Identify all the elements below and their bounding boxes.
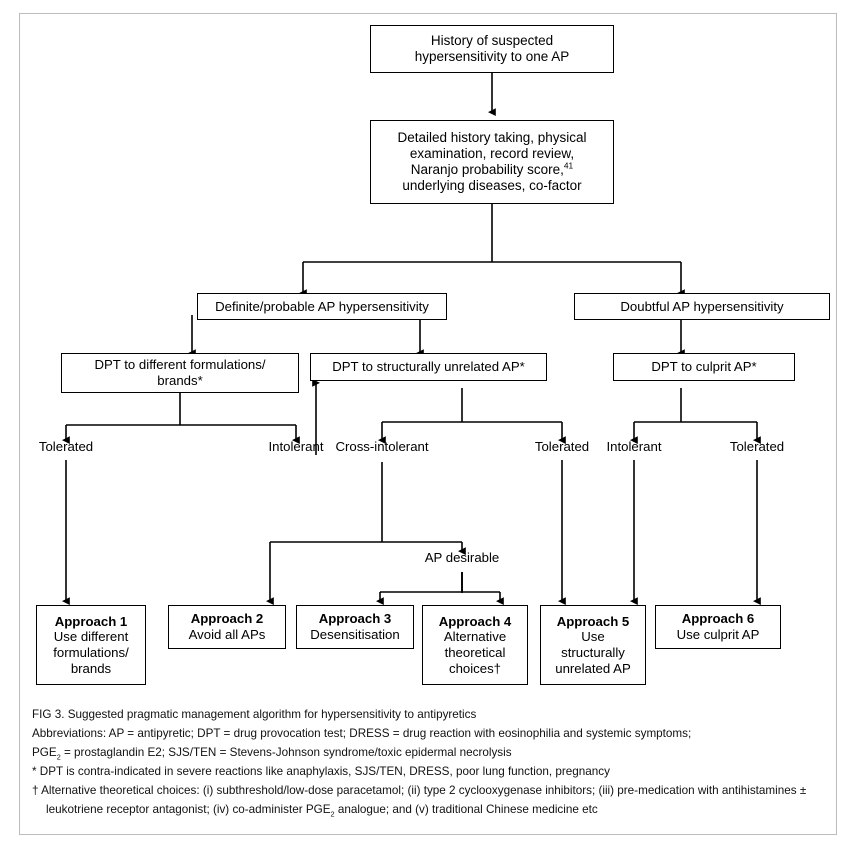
node-line: underlying diseases, co-factor [402,177,582,193]
node-detailed-history-taking: Detailed history taking, physical examin… [370,120,614,204]
caption-footnote-dagger-text-b: analogue; and (v) traditional Chinese me… [334,802,598,816]
node-line: Doubtful AP hypersensitivity [620,298,784,314]
node-line: History of suspected [430,33,554,49]
approach-line: Desensitisation [310,627,400,642]
caption-title: FIG 3. Suggested pragmatic management al… [32,708,477,721]
node-dpt-to-culprit-ap: DPT to culprit AP* [613,353,795,381]
label-tolerated-3: Tolerated [729,439,785,454]
caption-footnote-dagger: † Alternative theoretical choices: (i) s… [32,782,832,820]
approach-line: choices† [448,660,502,676]
caption-abbreviations-line-1: Abbreviations: AP = antipyretic; DPT = d… [32,726,692,740]
node-approach-5: Approach 5 Use structurally unrelated AP [540,605,646,685]
node-line: hypersensitivity to one AP [414,49,570,64]
approach-line: Alternative [443,629,507,645]
approach-line: Use culprit AP [676,627,760,642]
node-definite-probable-ap-hypersensitivity: Definite/probable AP hypersensitivity [197,293,447,320]
caption-footnote-dagger-text-a: † Alternative theoretical choices: (i) s… [32,783,807,816]
node-line: Definite/probable AP hypersensitivity [215,298,429,314]
node-dpt-to-different-formulations-brands: DPT to different formulations/ brands* [61,353,299,393]
node-approach-2: Approach 2 Avoid all APs [168,605,286,649]
approach-title: Approach 2 [190,611,264,627]
approach-line: Use different [53,629,129,645]
approach-line: brands [70,660,112,676]
node-line-text: Naranjo probability score, [410,162,564,177]
node-dpt-to-structurally-unrelated-ap: DPT to structurally unrelated AP* [310,353,547,381]
label-cross-intolerant: Cross-intolerant [335,439,429,454]
approach-title: Approach 6 [681,611,755,627]
approach-line: structurally [561,645,625,660]
approach-line: formulations/ [53,645,129,660]
label-tolerated-1: Tolerated [38,439,94,454]
approach-title: Approach 3 [318,611,392,627]
approach-line: unrelated AP [555,660,631,676]
approach-title: Approach 1 [54,613,128,629]
figure-caption: FIG 3. Suggested pragmatic management al… [32,706,832,820]
caption-abbreviations-line-2: PGE2 = prostaglandin E2; SJS/TEN = Steve… [32,744,832,763]
node-approach-4: Approach 4 Alternative theoretical choic… [422,605,528,685]
reference-superscript: 41 [563,160,574,171]
node-approach-6: Approach 6 Use culprit AP [655,605,781,649]
node-history-of-suspected-hypersensitivity: History of suspected hypersensitivity to… [370,25,614,73]
label-intolerant-2: Intolerant [606,439,662,454]
caption-pge-text: PGE [32,745,57,759]
approach-line: theoretical [444,645,506,660]
approach-title: Approach 4 [438,613,512,629]
approach-line: Avoid all APs [188,627,266,642]
node-line: Detailed history taking, physical [397,130,587,146]
caption-pge-subscript: 2 [56,752,61,762]
node-line: DPT to culprit AP* [651,359,757,375]
node-doubtful-ap-hypersensitivity: Doubtful AP hypersensitivity [574,293,830,320]
label-ap-desirable: AP desirable [424,550,500,565]
approach-title: Approach 5 [556,613,630,629]
approach-line: Use [581,629,605,645]
node-approach-3: Approach 3 Desensitisation [296,605,414,649]
node-line: brands* [157,373,203,388]
label-tolerated-2: Tolerated [534,439,590,454]
node-line: DPT to structurally unrelated AP* [332,359,525,375]
caption-abbrev-rest: = prostaglandin E2; SJS/TEN = Stevens-Jo… [60,745,512,759]
caption-footnote-pge-subscript: 2 [330,809,335,819]
caption-footnote-asterisk: * DPT is contra-indicated in severe reac… [32,764,610,778]
node-line: examination, record review, [409,146,575,162]
node-line: DPT to different formulations/ [94,357,266,373]
label-intolerant-1: Intolerant [268,439,324,454]
node-line-with-reference: Naranjo probability score,41 [410,160,574,178]
node-approach-1: Approach 1 Use different formulations/ b… [36,605,146,685]
